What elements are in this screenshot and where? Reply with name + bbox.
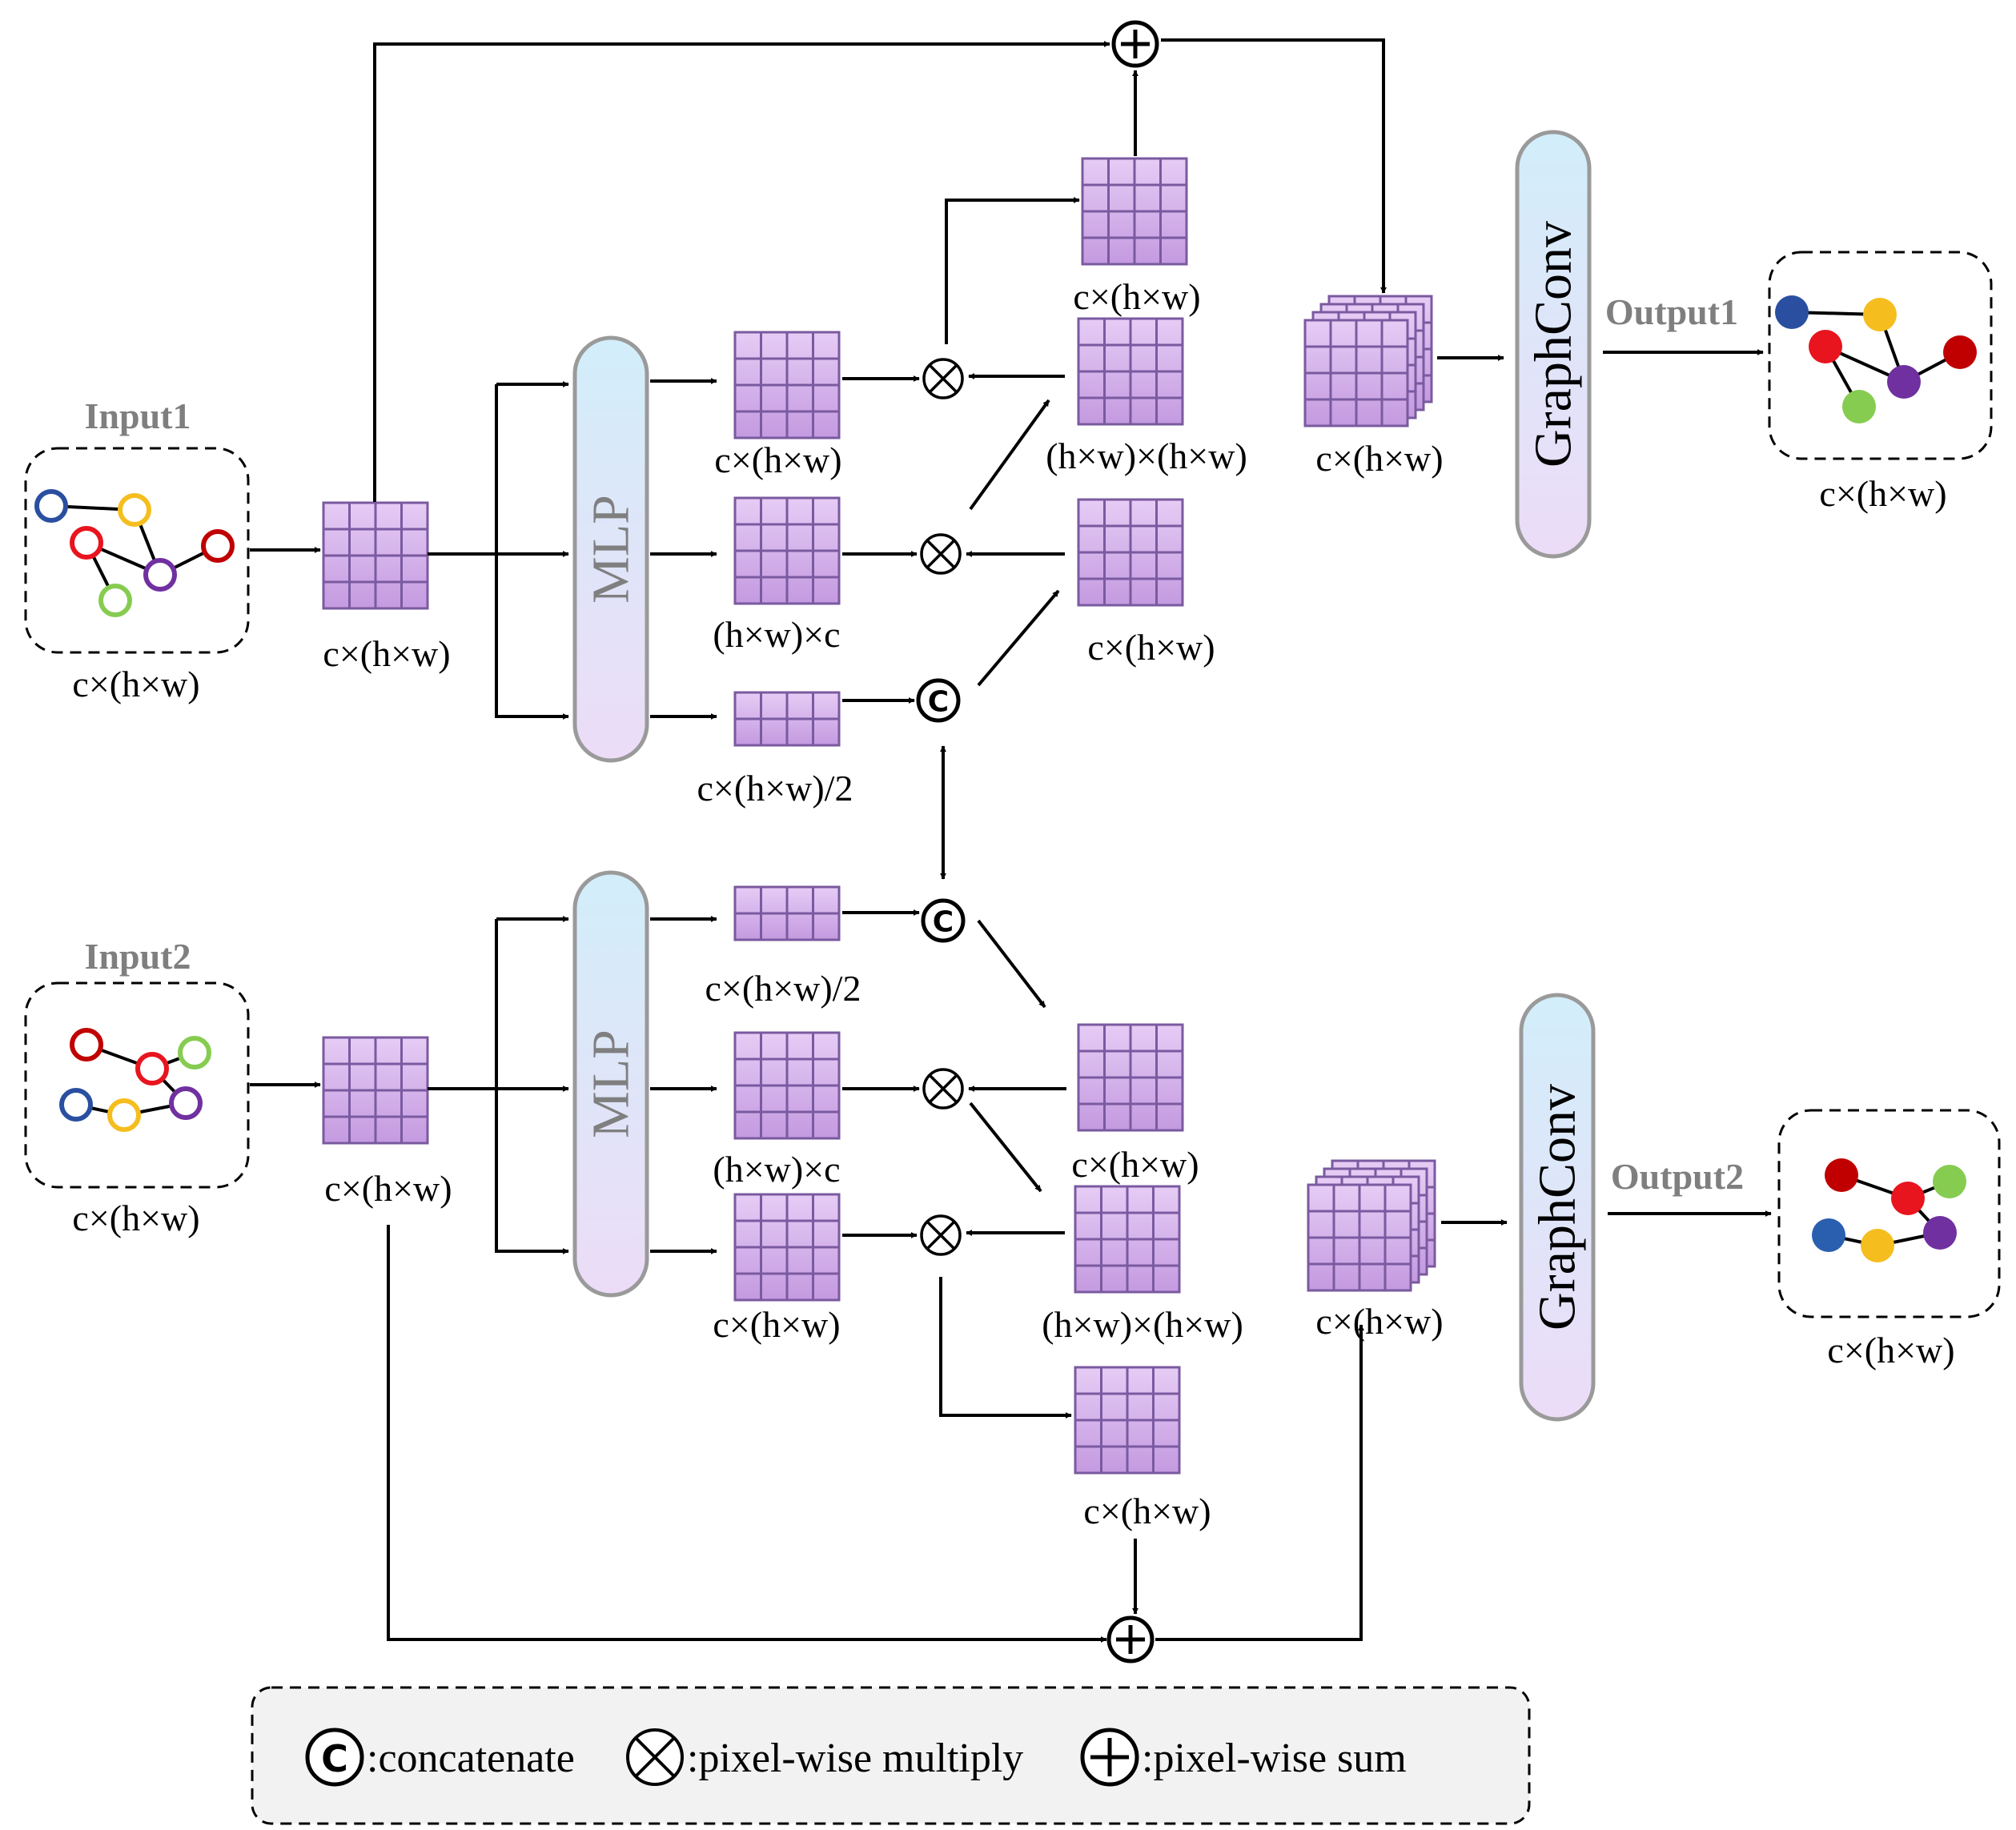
output1-node-purple bbox=[1887, 365, 1921, 399]
bottom-graphconv-block bbox=[1519, 993, 1596, 1422]
top-stacked-feature bbox=[1303, 295, 1433, 427]
top-half-grid-label: c×(h×w)/2 bbox=[697, 768, 853, 809]
output1-graph-nodes bbox=[1775, 295, 1977, 423]
bottom-affinity-grid-label: (h×w)×(h×w) bbox=[1042, 1304, 1243, 1345]
input2-graph-box bbox=[24, 981, 250, 1189]
top-input-grid-label: c×(h×w) bbox=[323, 633, 450, 674]
bottom-multiply-op-2 bbox=[920, 1214, 962, 1256]
input1-title: Input1 bbox=[85, 395, 191, 436]
top-stacked-feature-label: c×(h×w) bbox=[1315, 438, 1443, 479]
output2-graph-box bbox=[1777, 1109, 2001, 1318]
bottom-mlp-label: MLP bbox=[582, 1029, 641, 1138]
input1-node-red bbox=[70, 526, 103, 560]
bottom-stacked-feature bbox=[1307, 1159, 1436, 1292]
input2-graph-nodes bbox=[59, 1028, 211, 1132]
bottom-half-grid-label: c×(h×w)/2 bbox=[705, 968, 861, 1009]
output1-graph-box bbox=[1768, 251, 1993, 460]
bottom-stacked-feature-label: c×(h×w) bbox=[1315, 1301, 1443, 1342]
multiply-legend-icon bbox=[626, 1728, 684, 1786]
output2-node-purple bbox=[1923, 1216, 1957, 1250]
input1-graph-nodes bbox=[34, 489, 235, 617]
bottom-value-grid-label: c×(h×w) bbox=[1071, 1144, 1199, 1185]
top-graphconv-block bbox=[1515, 130, 1592, 559]
bottom-key-grid-label: (h×w)×c bbox=[713, 1149, 840, 1190]
input1-node-green bbox=[98, 584, 132, 617]
bottom-query-grid-label: c×(h×w) bbox=[713, 1304, 840, 1345]
legend: C :concatenate :pixel-wise multiply :pix… bbox=[251, 1686, 1531, 1825]
input1-graph-box bbox=[24, 447, 250, 654]
top-concat-op: C bbox=[916, 678, 961, 723]
output2-dim-label: c×(h×w) bbox=[1827, 1330, 1954, 1370]
concat-legend-icon: C bbox=[305, 1728, 364, 1787]
sum-legend-icon bbox=[1080, 1728, 1139, 1787]
input2-node-darkred bbox=[70, 1028, 103, 1061]
legend-box bbox=[251, 1686, 1531, 1825]
multiply-legend-label: :pixel-wise multiply bbox=[687, 1736, 1023, 1781]
bottom-attention-out-label: c×(h×w) bbox=[1083, 1491, 1211, 1531]
bottom-multiply-op-1 bbox=[922, 1068, 964, 1110]
top-multiply-op-1 bbox=[922, 358, 964, 399]
bottom-concat-op: C bbox=[921, 898, 966, 943]
input2-node-red bbox=[135, 1052, 169, 1086]
input1-node-darkred bbox=[201, 529, 235, 563]
input2-node-blue bbox=[59, 1088, 93, 1122]
sum-legend-label: :pixel-wise sum bbox=[1142, 1736, 1407, 1781]
input1-dim-label: c×(h×w) bbox=[72, 664, 199, 704]
top-key-grid-label: (h×w)×c bbox=[713, 614, 840, 655]
bottom-connectors bbox=[250, 909, 1772, 1643]
top-value-grid-label: c×(h×w) bbox=[1087, 627, 1215, 668]
input1-node-purple bbox=[143, 558, 177, 592]
output2-node-yellow bbox=[1861, 1229, 1894, 1262]
output1-node-yellow bbox=[1863, 298, 1897, 331]
output2-graph-nodes bbox=[1812, 1158, 1966, 1262]
input2-node-yellow bbox=[107, 1098, 141, 1132]
top-query-grid-label: c×(h×w) bbox=[714, 439, 841, 480]
output2-node-green bbox=[1933, 1165, 1966, 1198]
input1-node-yellow bbox=[118, 493, 151, 527]
output1-node-darkred bbox=[1943, 335, 1977, 369]
top-mlp-block bbox=[572, 335, 649, 763]
output1-node-green bbox=[1842, 390, 1876, 423]
top-attention-out-label: c×(h×w) bbox=[1073, 276, 1200, 317]
output1-title: Output1 bbox=[1605, 291, 1738, 332]
top-graphconv-label: GraphConv bbox=[1524, 221, 1583, 468]
svg-text:C: C bbox=[933, 906, 954, 939]
top-connectors bbox=[250, 38, 1764, 880]
top-sum-op bbox=[1111, 20, 1159, 68]
output1-node-blue bbox=[1775, 295, 1809, 329]
output1-node-red bbox=[1809, 330, 1842, 363]
concat-legend-label: :concatenate bbox=[367, 1736, 575, 1781]
bottom-mlp-block bbox=[572, 870, 649, 1298]
output1-dim-label: c×(h×w) bbox=[1819, 473, 1946, 514]
bottom-input-grid-label: c×(h×w) bbox=[324, 1168, 452, 1209]
top-branch: Input1 c×(h×w) c×(h×w) MLP c×(h×w) (h×w)… bbox=[24, 20, 1993, 880]
svg-text:C: C bbox=[928, 686, 949, 719]
output2-title: Output2 bbox=[1611, 1156, 1744, 1197]
output2-node-darkred bbox=[1825, 1158, 1858, 1192]
top-mlp-label: MLP bbox=[582, 495, 641, 604]
input1-node-blue bbox=[34, 489, 68, 523]
bottom-graphconv-label: GraphConv bbox=[1528, 1084, 1587, 1330]
output2-node-red bbox=[1891, 1182, 1925, 1215]
input2-node-green bbox=[178, 1036, 211, 1070]
bottom-branch: Input2 c×(h×w) c×(h×w) MLP c×(h×w)/2 (h×… bbox=[24, 870, 2001, 1663]
top-affinity-grid-label: (h×w)×(h×w) bbox=[1046, 435, 1247, 476]
bottom-sum-op bbox=[1106, 1615, 1155, 1663]
input2-dim-label: c×(h×w) bbox=[72, 1198, 199, 1238]
output2-node-blue bbox=[1812, 1218, 1845, 1252]
input2-title: Input2 bbox=[85, 936, 191, 977]
top-multiply-op-2 bbox=[920, 533, 962, 575]
input2-node-purple bbox=[169, 1086, 203, 1120]
svg-text:C: C bbox=[321, 1737, 348, 1780]
